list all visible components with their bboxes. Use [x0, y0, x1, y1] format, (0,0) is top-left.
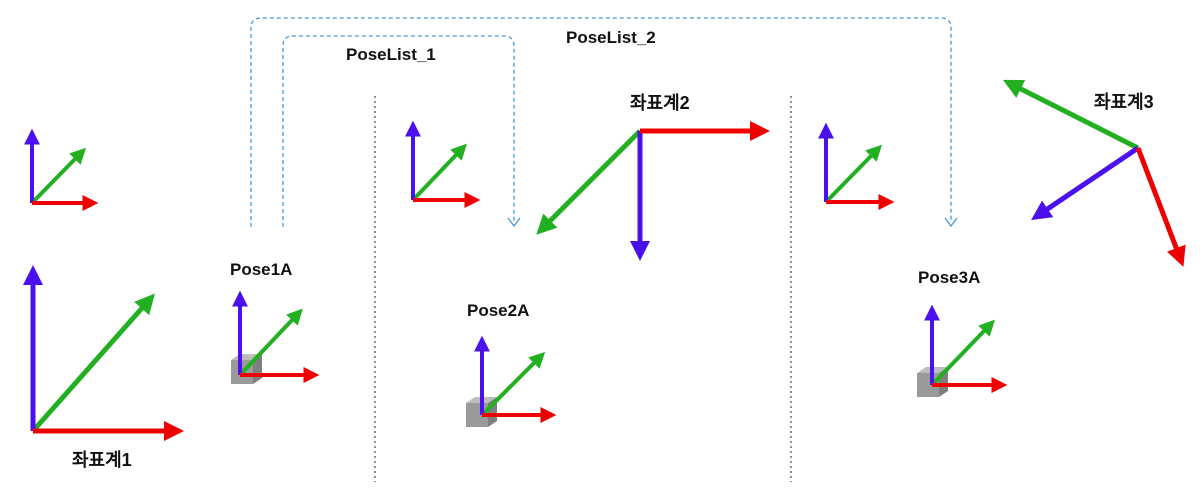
frame2-label: 좌표계2 [630, 93, 690, 113]
y-axis-arrow [238, 308, 303, 377]
y-axis-arrow [930, 319, 995, 387]
pose3a-axes-coordinate-axes-icon [924, 304, 1008, 393]
poselist-2-label: PoseList_2 [566, 28, 656, 47]
frame1-label: 좌표계1 [72, 450, 132, 470]
pose2a-axes-coordinate-axes-icon [474, 335, 557, 423]
poselist-1-label: PoseList_1 [346, 45, 436, 64]
frame3-label: 좌표계3 [1094, 92, 1154, 112]
frame3-small-coordinate-axes-icon [818, 122, 895, 210]
x-axis-arrow [1135, 147, 1186, 267]
poselist-2-link [250, 17, 958, 228]
dashed-link-arrow-icon [507, 217, 521, 228]
y-axis-arrow [1002, 79, 1140, 151]
frame2-small-coordinate-axes-icon [405, 120, 481, 208]
z-axis-arrow [1031, 145, 1140, 221]
frame1-coordinate-axes-icon [23, 265, 184, 441]
pose2a-label: Pose2A [467, 301, 529, 320]
pose1a-label: Pose1A [230, 260, 292, 279]
y-axis-arrow [411, 143, 467, 202]
dashed-link-arrow-icon [944, 217, 958, 228]
y-axis-arrow [480, 351, 546, 417]
y-axis-arrow [824, 144, 883, 204]
frame1-small-coordinate-axes-icon [24, 128, 99, 211]
y-axis-arrow [31, 293, 155, 433]
poselist-1-link [282, 35, 521, 228]
pose1a-axes-coordinate-axes-icon [232, 290, 320, 383]
pose3a-label: Pose3A [918, 268, 980, 287]
frame3-coordinate-axes-icon [1002, 79, 1186, 267]
y-axis-arrow [30, 147, 87, 205]
frame2-coordinate-axes-icon [536, 121, 770, 261]
y-axis-arrow [536, 129, 642, 235]
